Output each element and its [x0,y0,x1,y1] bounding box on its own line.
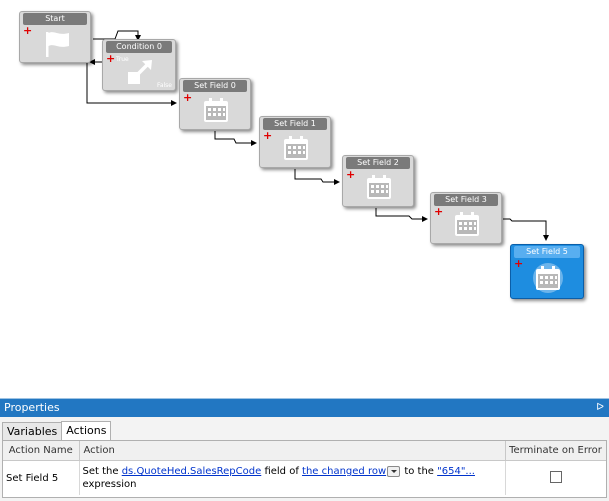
action-description-cell: Set the ds.QuoteHed.SalesRepCode field o… [79,460,506,495]
workflow-canvas[interactable]: Start + Condition 0 + True False Set Fie… [0,0,609,398]
terminate-cell [505,460,606,495]
node-set-field-2[interactable]: Set Field 2 + [342,155,414,207]
node-condition-0[interactable]: Condition 0 + True False [102,39,176,91]
connector-setfield3-setfield5 [503,218,549,241]
action-text: to the [401,466,438,477]
tab-actions[interactable]: Actions [61,421,112,440]
field-link[interactable]: ds.QuoteHed.SalesRepCode [121,466,262,477]
column-action-name[interactable]: Action Name [3,441,80,461]
node-title: Set Field 5 [514,246,580,258]
node-set-field-1[interactable]: Set Field 1 + [259,116,331,168]
table-row[interactable]: Set Field 5 Set the ds.QuoteHed.SalesRep… [3,460,606,495]
connector-setfield0-setfield1 [214,131,257,146]
true-label: True [116,56,129,63]
action-text: expression [82,479,137,490]
calendar-icon [455,212,479,236]
action-text: field of [261,466,303,477]
calendar-icon [533,263,563,293]
calendar-icon [284,136,308,160]
pin-icon[interactable]: ᐅ [596,402,604,413]
action-name-cell: Set Field 5 [3,460,80,495]
actions-grid: Action Name Action Terminate on Error Se… [2,440,607,498]
node-title: Set Field 0 [183,80,247,92]
add-icon[interactable]: + [346,168,356,181]
grid-header-row: Action Name Action Terminate on Error [3,441,606,461]
false-label: False [156,82,172,89]
properties-title: Properties [4,401,60,414]
add-icon[interactable]: + [106,52,116,65]
expression-link[interactable]: "654"... [437,466,475,477]
node-set-field-3[interactable]: Set Field 3 + [430,192,502,244]
row-link[interactable]: the changed row [302,466,387,477]
terminate-on-error-checkbox[interactable] [549,470,562,483]
calendar-icon [367,175,391,199]
node-set-field-0[interactable]: Set Field 0 + [179,78,251,130]
column-action[interactable]: Action [79,441,506,461]
node-start[interactable]: Start + [19,11,91,63]
node-title: Set Field 2 [346,157,410,169]
action-text: Set the [82,466,122,477]
tab-variables[interactable]: Variables [2,422,63,440]
node-set-field-5[interactable]: Set Field 5 + [510,244,584,299]
row-dropdown-icon[interactable] [387,465,401,477]
connector-setfield2-setfield3 [375,208,428,222]
connector-setfield1-setfield2 [294,169,340,185]
connector-layer [86,30,549,241]
column-terminate-on-error[interactable]: Terminate on Error [505,441,606,461]
add-icon[interactable]: + [434,205,444,218]
calendar-icon [204,98,228,122]
add-icon[interactable]: + [183,91,193,104]
node-title: Start [23,13,87,25]
condition-arrow-icon [128,60,152,84]
add-icon[interactable]: + [263,129,273,142]
add-icon[interactable]: + [514,257,524,270]
node-title: Condition 0 [106,41,172,53]
properties-header: Properties ᐅ [0,399,609,417]
add-icon[interactable]: + [23,24,33,37]
flag-icon [46,32,69,57]
node-title: Set Field 3 [434,194,498,206]
node-title: Set Field 1 [263,118,327,130]
